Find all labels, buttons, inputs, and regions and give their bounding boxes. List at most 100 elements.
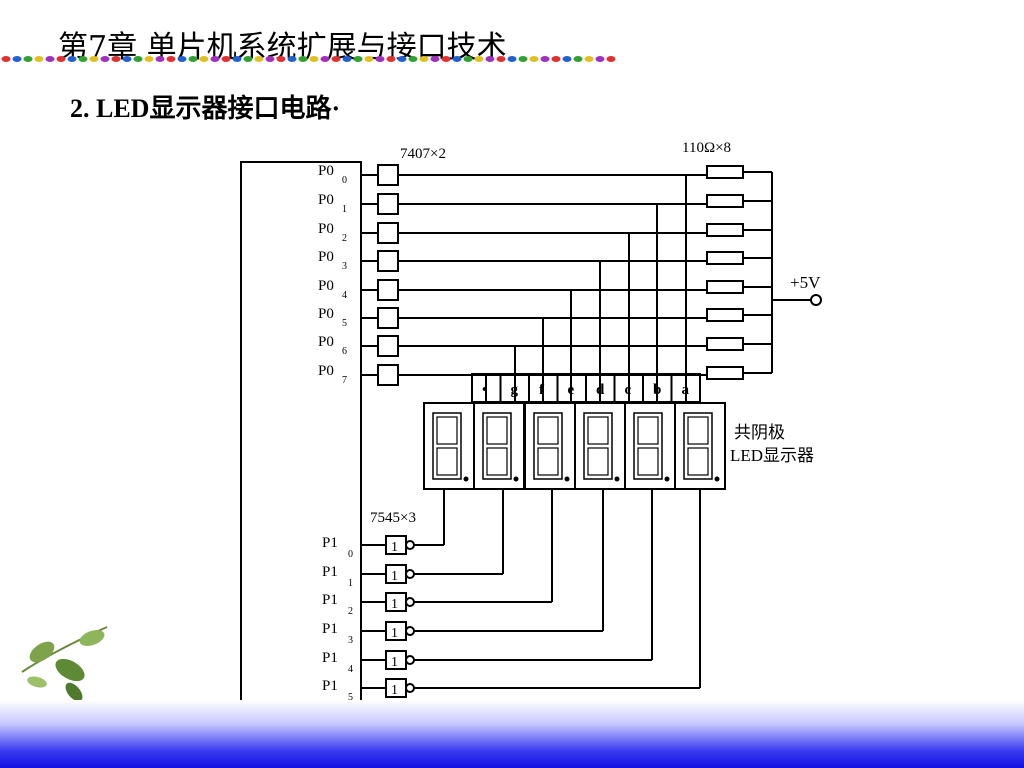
decor-dot: [287, 56, 297, 62]
decor-dot: [507, 56, 517, 62]
decor-dot: [1, 56, 11, 62]
segment-label: d: [596, 382, 605, 398]
decor-dot: [221, 56, 231, 62]
decor-dot: [78, 56, 88, 62]
decor-dot: [430, 56, 440, 62]
display-label-line1: 共阴极: [734, 423, 785, 442]
decorative-dot-row: [1, 56, 616, 62]
decor-dot: [12, 56, 22, 62]
p0-pin-subscript: 1: [342, 204, 347, 215]
segment-label: a: [682, 382, 690, 398]
decor-dot: [276, 56, 286, 62]
inverter-symbol: 1: [391, 655, 398, 670]
decor-dot: [331, 56, 341, 62]
p0-pin-label: P0: [318, 363, 334, 379]
p1-pin-subscript: 3: [348, 635, 353, 646]
decor-dot: [188, 56, 198, 62]
p0-pin-subscript: 4: [342, 290, 347, 301]
decor-dot: [463, 56, 473, 62]
decor-dot: [243, 56, 253, 62]
decor-dot: [485, 56, 495, 62]
decor-dot: [56, 56, 66, 62]
resistor-label: 110Ω×8: [682, 140, 731, 156]
decor-dot: [133, 56, 143, 62]
decor-dot: [529, 56, 539, 62]
decor-dot: [573, 56, 583, 62]
decor-dot: [584, 56, 594, 62]
inverter-label: 7545×3: [370, 510, 416, 526]
p1-pin-subscript: 4: [348, 664, 353, 675]
inverter-symbol: 1: [391, 569, 398, 584]
decor-dot: [177, 56, 187, 62]
bottom-gradient-bar: [0, 700, 1024, 768]
p1-pin-subscript: 2: [348, 606, 353, 617]
p1-pin-subscript: 5: [348, 692, 353, 703]
p1-pin-label: P1: [322, 621, 338, 637]
decor-dot: [23, 56, 33, 62]
segment-label: f: [539, 382, 545, 398]
p0-pin-label: P0: [318, 334, 334, 350]
decor-dot: [89, 56, 99, 62]
decor-dot: [353, 56, 363, 62]
decor-dot: [265, 56, 275, 62]
inverter-symbol: 1: [391, 626, 398, 641]
decor-dot: [342, 56, 352, 62]
decor-dot: [606, 56, 616, 62]
p1-pin-subscript: 0: [348, 549, 353, 560]
p0-pin-subscript: 3: [342, 261, 347, 272]
power-terminal: [810, 294, 822, 306]
decor-dot: [67, 56, 77, 62]
display-label-line2: LED显示器: [730, 446, 814, 465]
decor-dot: [199, 56, 209, 62]
decor-dot: [441, 56, 451, 62]
p1-pin-label: P1: [322, 650, 338, 666]
decor-dot: [309, 56, 319, 62]
segment-label: b: [653, 382, 661, 398]
decor-dot: [254, 56, 264, 62]
p0-pin-label: P0: [318, 221, 334, 237]
decor-dot: [232, 56, 242, 62]
p1-pin-label: P1: [322, 592, 338, 608]
segment-label: g: [511, 382, 519, 398]
decor-dot: [34, 56, 44, 62]
decor-dot: [320, 56, 330, 62]
led-interface-circuit-diagram: 7407×2 110Ω×8 +5V 7545×3 共阴极 LED显示器 P00P…: [228, 130, 850, 722]
seven-segment-digit: [574, 402, 626, 490]
decor-dot: [298, 56, 308, 62]
decor-dot: [375, 56, 385, 62]
p0-pin-label: P0: [318, 163, 334, 179]
p1-pin-label: P1: [322, 535, 338, 551]
decor-dot: [166, 56, 176, 62]
decor-dot: [551, 56, 561, 62]
decor-dot: [122, 56, 132, 62]
decor-dot: [210, 56, 220, 62]
segment-label: e: [568, 382, 575, 398]
decor-dot: [111, 56, 121, 62]
decor-dot: [155, 56, 165, 62]
decor-dot: [496, 56, 506, 62]
decor-dot: [364, 56, 374, 62]
p1-pin-label: P1: [322, 678, 338, 694]
p0-pin-subscript: 2: [342, 233, 347, 244]
decor-dot: [562, 56, 572, 62]
decor-dot: [595, 56, 605, 62]
decor-dot: [408, 56, 418, 62]
decor-dot: [144, 56, 154, 62]
section-title: 2. LED显示器接口电路·: [70, 94, 341, 123]
p1-pin-subscript: 1: [348, 578, 353, 589]
p0-pin-subscript: 5: [342, 318, 347, 329]
segment-label: •: [482, 382, 487, 398]
decor-dot: [386, 56, 396, 62]
leaf-decoration: [21, 626, 108, 702]
decor-dot: [540, 56, 550, 62]
p0-pin-subscript: 0: [342, 175, 347, 186]
decor-dot: [397, 56, 407, 62]
p0-pin-label: P0: [318, 278, 334, 294]
power-label: +5V: [790, 273, 821, 292]
decor-dot: [452, 56, 462, 62]
decor-dot: [419, 56, 429, 62]
inverter-symbol: 1: [391, 597, 398, 612]
p0-pin-label: P0: [318, 192, 334, 208]
p0-pin-subscript: 7: [342, 375, 347, 386]
p0-pin-subscript: 6: [342, 346, 347, 357]
